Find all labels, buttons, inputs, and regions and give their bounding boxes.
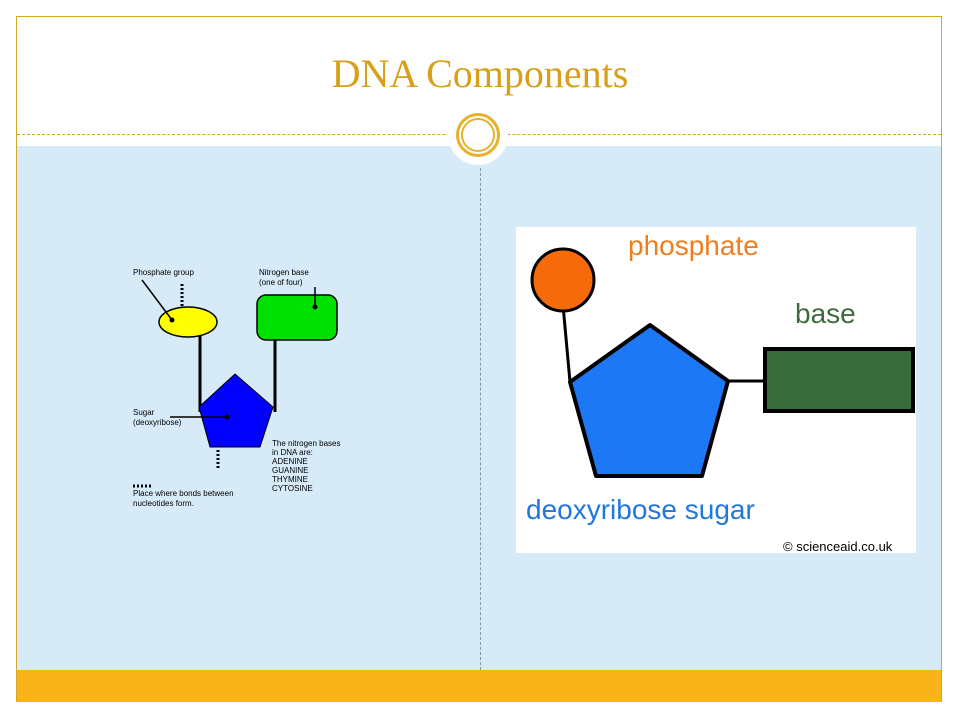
sugar-text: deoxyribose sugar <box>526 494 755 525</box>
bond-note-line2: nucleotides form. <box>133 499 194 508</box>
bond-note-line1: Place where bonds between <box>133 489 234 498</box>
nitrogen-base-shape <box>256 294 338 341</box>
sugar-label-line2: (deoxyribose) <box>133 418 182 427</box>
base-rectangle <box>763 347 915 413</box>
base-text: base <box>795 298 856 329</box>
sugar-shape <box>198 373 274 448</box>
sugar-label-line1: Sugar <box>133 408 155 417</box>
base-item: THYMINE <box>272 475 308 484</box>
slide-title: DNA Components <box>331 51 629 96</box>
column-divider <box>480 168 481 670</box>
phosphate-circle <box>530 247 596 313</box>
bases-title-line2: in DNA are: <box>272 448 313 457</box>
phosphate-shape <box>158 306 218 338</box>
nitrogen-label-line1: Nitrogen base <box>259 268 309 277</box>
base-item: CYTOSINE <box>272 484 313 493</box>
phosphate-pointer-dot <box>169 317 175 323</box>
phosphate-label: Phosphate group <box>133 268 194 277</box>
base-item: GUANINE <box>272 466 308 475</box>
nitrogen-pointer-dot <box>312 304 318 310</box>
nitrogen-label-line2: (one of four) <box>259 278 303 287</box>
phosphate-sugar-bond-right <box>561 304 572 383</box>
credit-text: © scienceaid.co.uk <box>783 539 893 553</box>
phosphate-text: phosphate <box>628 230 759 261</box>
nucleotide-diagram-right: phosphate base deoxyribose sugar © scien… <box>516 227 916 553</box>
ornament-inner-ring <box>461 118 495 152</box>
base-item: ADENINE <box>272 457 308 466</box>
nucleotide-diagram-left: Phosphate group Nitrogen base (one of fo… <box>133 268 341 508</box>
sugar-pentagon <box>568 323 730 478</box>
footer-bar <box>17 670 941 702</box>
sugar-pointer-dot <box>224 414 230 420</box>
bases-title-line1: The nitrogen bases <box>272 439 341 448</box>
phosphate-pointer <box>141 279 173 321</box>
